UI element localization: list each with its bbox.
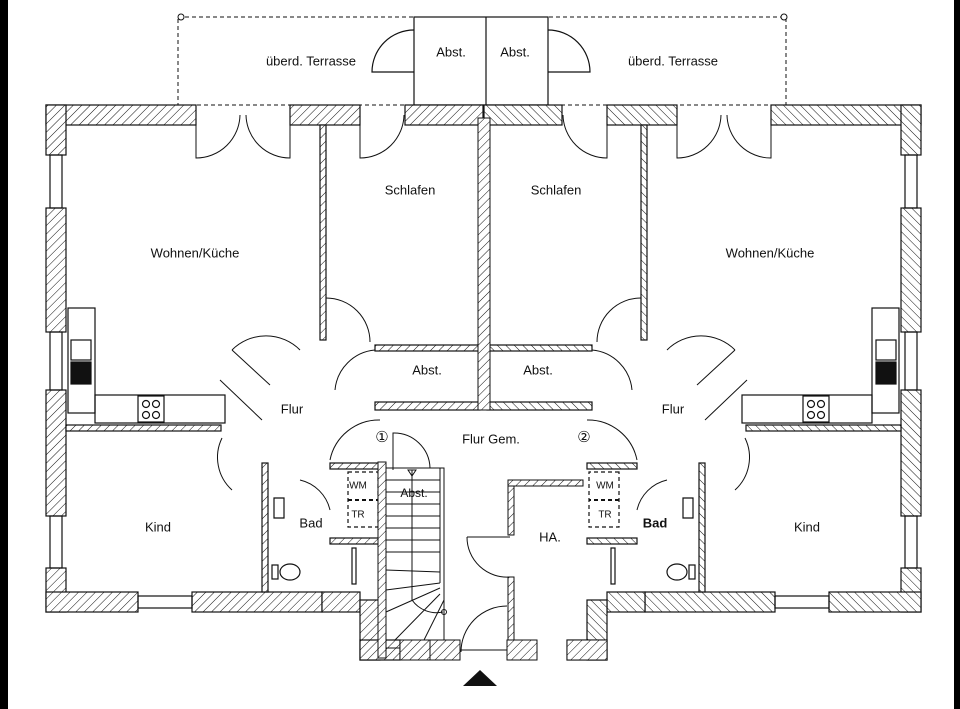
floor-plan: überd. Terrasse überd. Terrasse Abst. Ab… [8,0,954,709]
label-schlafen-right: Schlafen [530,182,582,198]
ha-room-walls [466,479,608,661]
label-flur-right: Flur [661,401,685,417]
label-wohnen-right: Wohnen/Küche [725,245,815,261]
label-schlafen-left: Schlafen [384,182,436,198]
label-terrace-right: überd. Terrasse [627,53,719,69]
label-abst-stair: Abst. [400,486,428,500]
label-tr-left: TR [351,509,365,521]
label-flur-gem: Flur Gem. [462,431,520,447]
label-terrace-left: überd. Terrasse [265,53,357,69]
label-tr-right: TR [598,509,612,521]
label-wohnen-left: Wohnen/Küche [150,245,240,261]
label-abst-mid-left: Abst. [412,362,442,378]
top-storage [371,16,591,106]
label-abst-top-right: Abst. [500,44,530,60]
label-wm-right: WM [596,480,614,492]
label-flur-left: Flur [280,401,304,417]
label-bad-right: Bad [642,515,668,531]
unit-2-marker: ② [577,429,591,446]
label-kind-left: Kind [144,519,172,535]
label-wm-left: WM [349,480,367,492]
center-wall [477,117,491,411]
label-bad-left: Bad [299,515,323,531]
label-ha: HA. [539,529,561,545]
floor-plan-drawing [45,13,922,686]
label-abst-top-left: Abst. [436,44,466,60]
label-kind-right: Kind [793,519,821,535]
entrance-arrow-icon [463,670,497,686]
staircase [377,432,508,661]
unit-1-marker: ① [375,429,389,446]
label-abst-mid-right: Abst. [523,362,553,378]
